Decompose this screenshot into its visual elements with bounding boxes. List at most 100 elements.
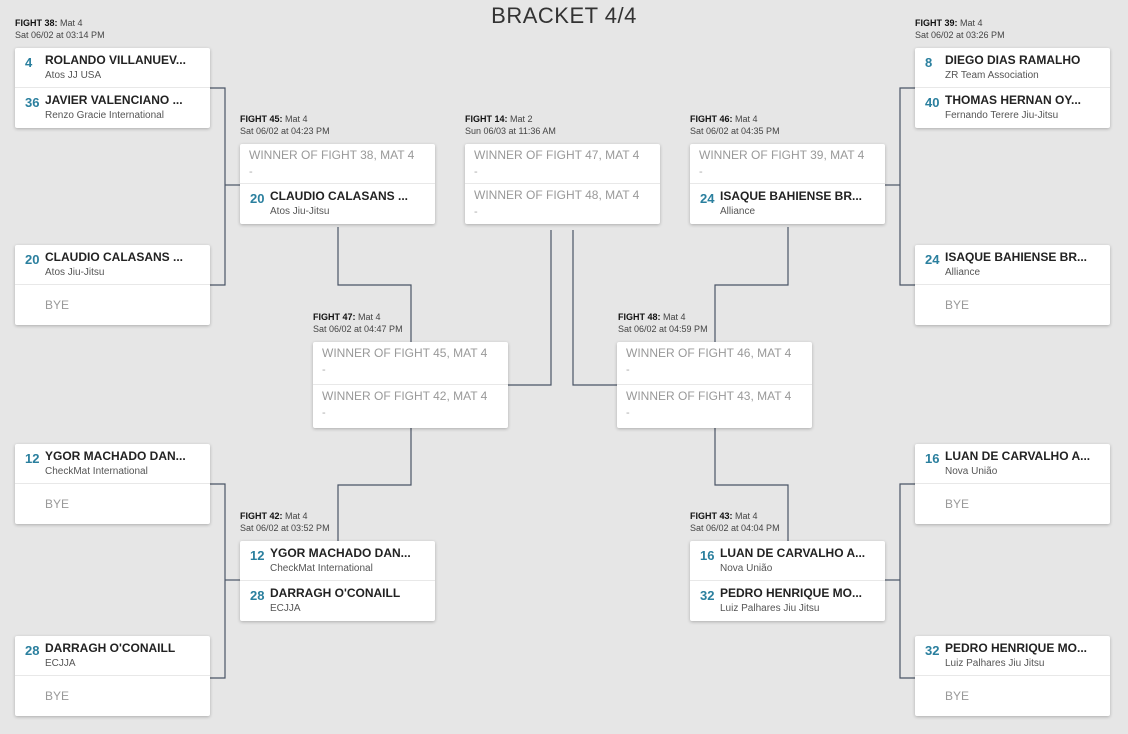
winner-placeholder-slot[interactable]: WINNER OF FIGHT 39, MAT 4 - bbox=[690, 144, 885, 184]
seed-number: 28 bbox=[25, 643, 40, 658]
winner-placeholder-slot[interactable]: WINNER OF FIGHT 38, MAT 4 - bbox=[240, 144, 435, 184]
seed-number: 24 bbox=[700, 191, 715, 206]
competitor-slot[interactable]: 32 PEDRO HENRIQUE MO... Luiz Palhares Ji… bbox=[690, 581, 885, 621]
winner-of-label: WINNER OF FIGHT 46, MAT 4 bbox=[626, 346, 792, 360]
fight-time: Sat 06/02 at 03:26 PM bbox=[915, 30, 1005, 40]
winner-placeholder-slot[interactable]: WINNER OF FIGHT 46, MAT 4 - bbox=[617, 342, 812, 385]
competitor-slot[interactable]: 32 PEDRO HENRIQUE MO... Luiz Palhares Ji… bbox=[915, 636, 1110, 676]
connector-byeL2 bbox=[210, 483, 226, 679]
competitor-slot[interactable]: 24 ISAQUE BAHIENSE BR... Alliance bbox=[690, 184, 885, 224]
bye-slot: BYE bbox=[15, 676, 210, 716]
competitor-slot[interactable]: 16 LUAN DE CARVALHO A... Nova União bbox=[915, 444, 1110, 484]
competitor-slot[interactable]: 16 LUAN DE CARVALHO A... Nova União bbox=[690, 541, 885, 581]
competitor-team: Atos Jiu-Jitsu bbox=[270, 206, 330, 217]
fight-mat: Mat 4 bbox=[732, 114, 758, 124]
fight-39-header: FIGHT 39: Mat 4 Sat 06/02 at 03:26 PM bbox=[915, 17, 1005, 41]
fight-time: Sun 06/03 at 11:36 AM bbox=[465, 126, 556, 136]
fight-38-card[interactable]: 4 ROLANDO VILLANUEV... Atos JJ USA 36 JA… bbox=[15, 48, 210, 128]
fight-number: FIGHT 47: bbox=[313, 312, 356, 322]
competitor-team: Fernando Terere Jiu-Jitsu bbox=[945, 110, 1059, 121]
fight-mat: Mat 2 bbox=[507, 114, 533, 124]
competitor-slot[interactable]: 20 CLAUDIO CALASANS ... Atos Jiu-Jitsu bbox=[240, 184, 435, 224]
connector-f45-f47 bbox=[337, 227, 412, 342]
winner-of-label: WINNER OF FIGHT 39, MAT 4 bbox=[699, 148, 865, 162]
fight-47-card[interactable]: WINNER OF FIGHT 45, MAT 4 - WINNER OF FI… bbox=[313, 342, 508, 428]
fight-number: FIGHT 45: bbox=[240, 114, 283, 124]
winner-placeholder-slot[interactable]: WINNER OF FIGHT 47, MAT 4 - bbox=[465, 144, 660, 184]
fight-45-card[interactable]: WINNER OF FIGHT 38, MAT 4 - 20 CLAUDIO C… bbox=[240, 144, 435, 224]
placeholder-dash: - bbox=[474, 166, 478, 178]
bye-label: BYE bbox=[45, 497, 70, 511]
connector-f38 bbox=[210, 87, 226, 286]
competitor-team: Atos Jiu-Jitsu bbox=[45, 267, 105, 278]
competitor-slot[interactable]: 36 JAVIER VALENCIANO ... Renzo Gracie In… bbox=[15, 88, 210, 128]
bye-label: BYE bbox=[945, 689, 970, 703]
winner-placeholder-slot[interactable]: WINNER OF FIGHT 43, MAT 4 - bbox=[617, 385, 812, 428]
winner-of-label: WINNER OF FIGHT 42, MAT 4 bbox=[322, 389, 488, 403]
seed-number: 4 bbox=[25, 55, 33, 70]
fight-48-card[interactable]: WINNER OF FIGHT 46, MAT 4 - WINNER OF FI… bbox=[617, 342, 812, 428]
competitor-name: DARRAGH O'CONAILL bbox=[45, 641, 176, 655]
competitor-slot[interactable]: 12 YGOR MACHADO DAN... CheckMat Internat… bbox=[240, 541, 435, 581]
seed-number: 36 bbox=[25, 95, 40, 110]
fight-39-card[interactable]: 8 DIEGO DIAS RAMALHO ZR Team Association… bbox=[915, 48, 1110, 128]
competitor-slot[interactable]: 12 YGOR MACHADO DAN... CheckMat Internat… bbox=[15, 444, 210, 484]
fight-mat: Mat 4 bbox=[732, 511, 758, 521]
winner-placeholder-slot[interactable]: WINNER OF FIGHT 48, MAT 4 - bbox=[465, 184, 660, 224]
fight-number: FIGHT 43: bbox=[690, 511, 733, 521]
seed-number: 32 bbox=[700, 588, 715, 603]
placeholder-dash: - bbox=[699, 166, 703, 178]
fight-14-card[interactable]: WINNER OF FIGHT 47, MAT 4 - WINNER OF FI… bbox=[465, 144, 660, 224]
seed-number: 12 bbox=[250, 548, 265, 563]
fight-time: Sat 06/02 at 04:59 PM bbox=[618, 324, 708, 334]
bye-slot: BYE bbox=[915, 484, 1110, 524]
competitor-slot[interactable]: 24 ISAQUE BAHIENSE BR... Alliance bbox=[915, 245, 1110, 285]
fight-mat: Mat 4 bbox=[282, 114, 308, 124]
fight-47-header: FIGHT 47: Mat 4 Sat 06/02 at 04:47 PM bbox=[313, 311, 403, 335]
competitor-name: LUAN DE CARVALHO A... bbox=[720, 546, 866, 560]
competitor-name: CLAUDIO CALASANS ... bbox=[270, 189, 408, 203]
competitor-team: Atos JJ USA bbox=[45, 70, 102, 81]
bye-card-left-2[interactable]: 12 YGOR MACHADO DAN... CheckMat Internat… bbox=[15, 444, 210, 524]
fight-42-card[interactable]: 12 YGOR MACHADO DAN... CheckMat Internat… bbox=[240, 541, 435, 621]
fight-46-header: FIGHT 46: Mat 4 Sat 06/02 at 04:35 PM bbox=[690, 113, 780, 137]
bye-slot: BYE bbox=[915, 676, 1110, 716]
competitor-name: ISAQUE BAHIENSE BR... bbox=[720, 189, 863, 203]
competitor-name: YGOR MACHADO DAN... bbox=[270, 546, 411, 560]
competitor-team: Nova União bbox=[945, 466, 998, 477]
fight-mat: Mat 4 bbox=[282, 511, 308, 521]
winner-of-label: WINNER OF FIGHT 47, MAT 4 bbox=[474, 148, 640, 162]
fight-number: FIGHT 46: bbox=[690, 114, 733, 124]
winner-of-label: WINNER OF FIGHT 38, MAT 4 bbox=[249, 148, 415, 162]
winner-placeholder-slot[interactable]: WINNER OF FIGHT 42, MAT 4 - bbox=[313, 385, 508, 428]
competitor-name: DIEGO DIAS RAMALHO bbox=[945, 53, 1081, 67]
competitor-slot[interactable]: 40 THOMAS HERNAN OY... Fernando Terere J… bbox=[915, 88, 1110, 128]
competitor-team: Renzo Gracie International bbox=[45, 110, 164, 121]
bye-slot: BYE bbox=[15, 484, 210, 524]
seed-number: 32 bbox=[925, 643, 940, 658]
competitor-slot[interactable]: 20 CLAUDIO CALASANS ... Atos Jiu-Jitsu bbox=[15, 245, 210, 285]
seed-number: 28 bbox=[250, 588, 265, 603]
winner-placeholder-slot[interactable]: WINNER OF FIGHT 45, MAT 4 - bbox=[313, 342, 508, 385]
fight-46-card[interactable]: WINNER OF FIGHT 39, MAT 4 - 24 ISAQUE BA… bbox=[690, 144, 885, 224]
fight-number: FIGHT 42: bbox=[240, 511, 283, 521]
connector-byeR2 bbox=[899, 483, 915, 679]
fight-45-header: FIGHT 45: Mat 4 Sat 06/02 at 04:23 PM bbox=[240, 113, 330, 137]
bye-card-right-1[interactable]: 24 ISAQUE BAHIENSE BR... Alliance BYE bbox=[915, 245, 1110, 325]
competitor-slot[interactable]: 28 DARRAGH O'CONAILL ECJJA bbox=[240, 581, 435, 621]
competitor-slot[interactable]: 8 DIEGO DIAS RAMALHO ZR Team Association bbox=[915, 48, 1110, 88]
connector-f43-f48 bbox=[714, 428, 789, 541]
bye-card-left-3[interactable]: 28 DARRAGH O'CONAILL ECJJA BYE bbox=[15, 636, 210, 716]
competitor-slot[interactable]: 4 ROLANDO VILLANUEV... Atos JJ USA bbox=[15, 48, 210, 88]
competitor-name: THOMAS HERNAN OY... bbox=[945, 93, 1082, 107]
bye-card-right-2[interactable]: 16 LUAN DE CARVALHO A... Nova União BYE bbox=[915, 444, 1110, 524]
competitor-name: YGOR MACHADO DAN... bbox=[45, 449, 186, 463]
fight-43-card[interactable]: 16 LUAN DE CARVALHO A... Nova União 32 P… bbox=[690, 541, 885, 621]
bye-card-right-3[interactable]: 32 PEDRO HENRIQUE MO... Luiz Palhares Ji… bbox=[915, 636, 1110, 716]
competitor-slot[interactable]: 28 DARRAGH O'CONAILL ECJJA bbox=[15, 636, 210, 676]
competitor-team: Luiz Palhares Jiu Jitsu bbox=[945, 658, 1045, 669]
competitor-name: PEDRO HENRIQUE MO... bbox=[720, 586, 863, 600]
bye-card-left-1[interactable]: 20 CLAUDIO CALASANS ... Atos Jiu-Jitsu B… bbox=[15, 245, 210, 325]
seed-number: 12 bbox=[25, 451, 40, 466]
